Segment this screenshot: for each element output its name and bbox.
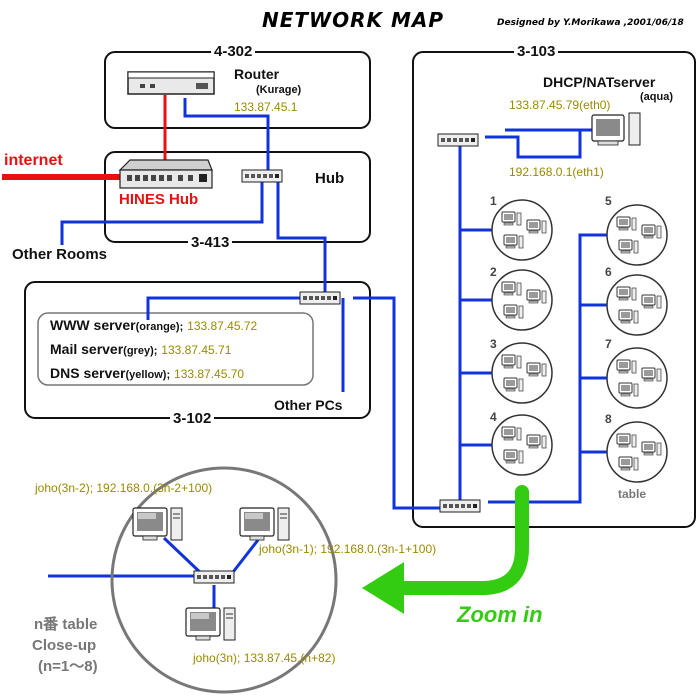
www-server-name: WWW server [50,317,136,333]
dns-server-ip: 133.87.45.70 [174,367,245,381]
table-number-5: 5 [605,194,612,208]
closeup-caption-line2: Close-up [32,637,97,654]
mail-server-row: Mail server(grey); 133.87.45.71 [50,342,231,357]
room-label-4-302: 4-302 [211,44,256,59]
closeup-caption-line3: (n=1～8) [38,658,98,675]
room-label-3-103: 3-103 [514,44,559,59]
table-number-4: 4 [490,410,497,424]
dhcp-server-computer-icon [591,112,641,146]
other-rooms-label: Other Rooms [12,246,108,263]
lan-links [48,98,608,612]
designer-credit: Designed by Y.Morikawa ,2001/06/18 [497,18,684,28]
hines-hub-icon [118,159,213,189]
server-box [37,312,314,386]
mail-server-ip: 133.87.45.71 [161,343,232,357]
internet-label: internet [4,152,63,169]
switch-icon-3-102 [299,291,341,305]
room-box-3-413 [104,151,371,243]
dns-server-color: (yellow); [125,369,171,381]
dhcp-name: (aqua) [640,91,673,103]
closeup-computer-icon-3 [185,607,236,641]
closeup-pc2-label: joho(3n-1); 192.168.0.(3n-1+100) [259,542,437,556]
dhcp-label: DHCP/NATserver [543,74,656,90]
zoom-in-label: Zoom in [457,602,543,627]
hub-icon [241,169,283,183]
table-number-1: 1 [490,194,497,208]
router-ip: 133.87.45.1 [234,100,298,114]
table-number-7: 7 [605,337,612,351]
dns-server-name: DNS server [50,365,126,381]
router-name: (Kurage) [256,84,302,96]
room-label-3-102: 3-102 [170,411,215,426]
table-number-3: 3 [490,337,497,351]
table-number-6: 6 [605,265,612,279]
mail-server-color: (grey); [123,345,158,357]
www-server-color: (orange); [135,321,184,333]
switch-icon-3-103 [437,133,479,147]
closeup-caption-line1: n番 table [34,616,98,633]
table-number-8: 8 [605,412,612,426]
switch-icon-bottom [439,499,481,513]
room-label-3-413: 3-413 [188,235,233,250]
closeup-circle [110,466,338,694]
dhcp-ip-eth0: 133.87.45.79(eth0) [509,98,611,112]
mail-server-name: Mail server [50,341,124,357]
zoom-arrow-icon [362,485,529,614]
hub-label: Hub [315,170,345,187]
closeup-pc1-label: joho(3n-2); 192.168.0.(3n-2+100) [35,481,213,495]
closeup-computer-icon-1 [132,507,183,541]
www-server-row: WWW server(orange); 133.87.45.72 [50,318,257,333]
dhcp-ip-eth1: 192.168.0.1(eth1) [509,165,604,179]
closeup-computer-icon-2 [239,507,290,541]
hines-hub-label: HINES Hub [119,191,199,208]
router-icon [127,71,215,95]
page-title: NETWORK MAP [262,8,445,32]
closeup-pc3-label: joho(3n); 133.87.45.(n+82) [193,651,336,665]
closeup-hub-icon [193,570,235,584]
table-number-2: 2 [490,265,497,279]
other-pcs-label: Other PCs [274,397,343,413]
router-label: Router [234,66,280,82]
dns-server-row: DNS server(yellow); 133.87.45.70 [50,366,244,381]
www-server-ip: 133.87.45.72 [187,319,258,333]
table-label: table [618,487,647,501]
